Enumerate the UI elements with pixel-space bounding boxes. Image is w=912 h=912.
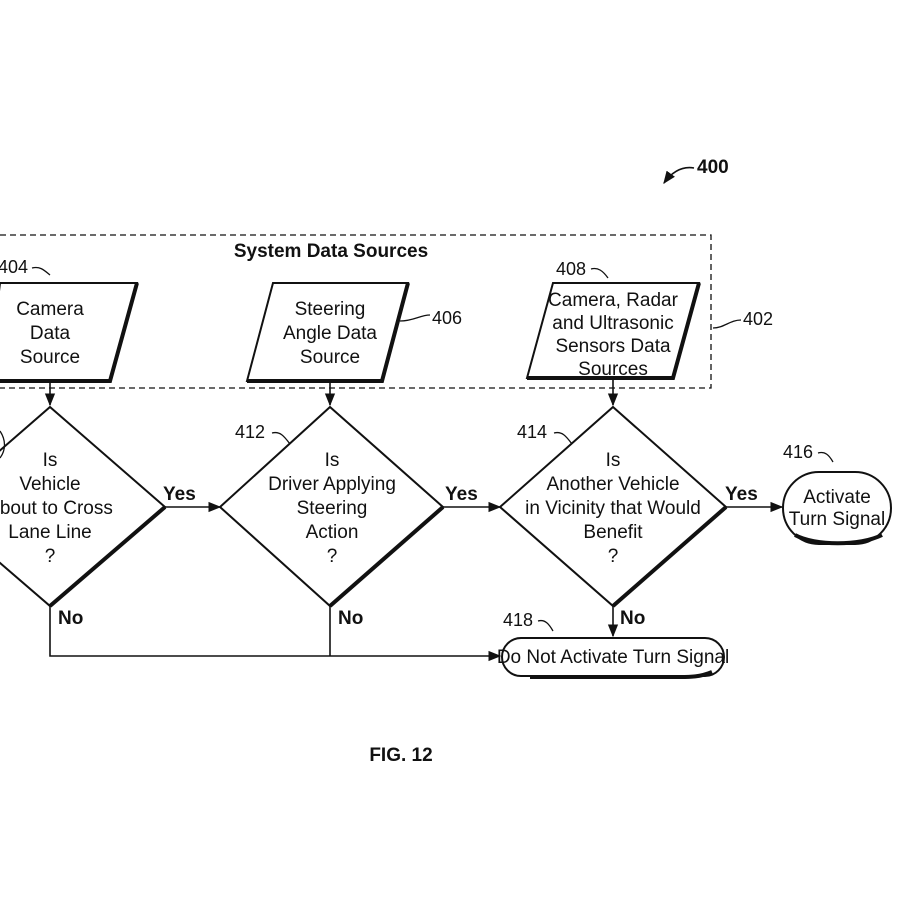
decision-driver-steering: 412 Is Driver Applying Steering Action ?	[218, 405, 445, 608]
svg-text:Lane Line: Lane Line	[8, 522, 91, 543]
svg-text:?: ?	[608, 546, 619, 567]
yes-connectors: Yes Yes Yes	[163, 484, 784, 513]
svg-text:Action: Action	[306, 522, 359, 543]
svg-text:?: ?	[45, 546, 56, 567]
svg-text:Another Vehicle: Another Vehicle	[546, 474, 679, 495]
svg-text:in Vicinity that Would: in Vicinity that Would	[525, 498, 701, 519]
svg-text:Vehicle: Vehicle	[19, 474, 80, 495]
svg-text:About to Cross: About to Cross	[0, 498, 113, 519]
svg-text:Benefit: Benefit	[583, 522, 643, 543]
figure-caption: FIG. 12	[369, 745, 432, 766]
terminal-activate-turn-signal: 416 Activate Turn Signal	[782, 442, 892, 546]
svg-text:Is: Is	[606, 450, 621, 471]
source-steering-angle-data: 406 Steering Angle Data Source	[245, 282, 462, 383]
svg-text:?: ?	[327, 546, 338, 567]
source-ref: 406	[432, 308, 462, 328]
source-camera-data: 404 Camera Data Source	[0, 257, 139, 383]
svg-text:Is: Is	[325, 450, 340, 471]
svg-text:Steering: Steering	[297, 498, 368, 519]
source-ref: 408	[556, 259, 586, 279]
no-label: No	[620, 608, 645, 629]
svg-text:and Ultrasonic: and Ultrasonic	[552, 313, 673, 334]
system-data-sources-group: System Data Sources 402	[0, 234, 773, 389]
no-label: No	[58, 608, 83, 629]
svg-text:Turn Signal: Turn Signal	[789, 509, 885, 530]
figure-number: 400	[663, 157, 729, 185]
source-ref: 404	[0, 257, 28, 277]
decision-another-vehicle: 414 Is Another Vehicle in Vicinity that …	[498, 405, 728, 608]
group-ref: 402	[743, 309, 773, 329]
yes-label: Yes	[725, 484, 758, 505]
svg-text:Camera, Radar: Camera, Radar	[548, 290, 679, 311]
terminal-ref: 418	[503, 610, 533, 630]
terminal-do-not-activate: 418 Do Not Activate Turn Signal	[497, 610, 729, 679]
svg-text:Source: Source	[300, 347, 360, 368]
svg-text:Camera: Camera	[16, 299, 84, 320]
svg-text:Angle Data: Angle Data	[283, 323, 377, 344]
source-connectors	[44, 378, 619, 407]
svg-text:Activate: Activate	[803, 487, 871, 508]
no-connectors: No No No	[49, 606, 645, 662]
svg-text:Steering: Steering	[295, 299, 366, 320]
decision-cross-lane-line: Is Vehicle About to Cross Lane Line ?	[0, 405, 167, 608]
source-camera-radar-ultrasonic: 408 Camera, Radar and Ultrasonic Sensors…	[525, 259, 701, 380]
group-title: System Data Sources	[234, 241, 428, 262]
svg-text:Data: Data	[30, 323, 71, 344]
svg-text:Sensors Data: Sensors Data	[555, 336, 671, 357]
svg-text:Do Not Activate Turn Signal: Do Not Activate Turn Signal	[497, 647, 729, 668]
no-label: No	[338, 608, 363, 629]
svg-text:Is: Is	[43, 450, 58, 471]
svg-text:Source: Source	[20, 347, 80, 368]
decision-ref: 414	[517, 422, 547, 442]
svg-text:Driver Applying: Driver Applying	[268, 474, 396, 495]
svg-text:400: 400	[697, 157, 729, 178]
yes-label: Yes	[163, 484, 196, 505]
terminal-ref: 416	[783, 442, 813, 462]
svg-text:Sources: Sources	[578, 359, 648, 380]
decision-ref: 412	[235, 422, 265, 442]
yes-label: Yes	[445, 484, 478, 505]
